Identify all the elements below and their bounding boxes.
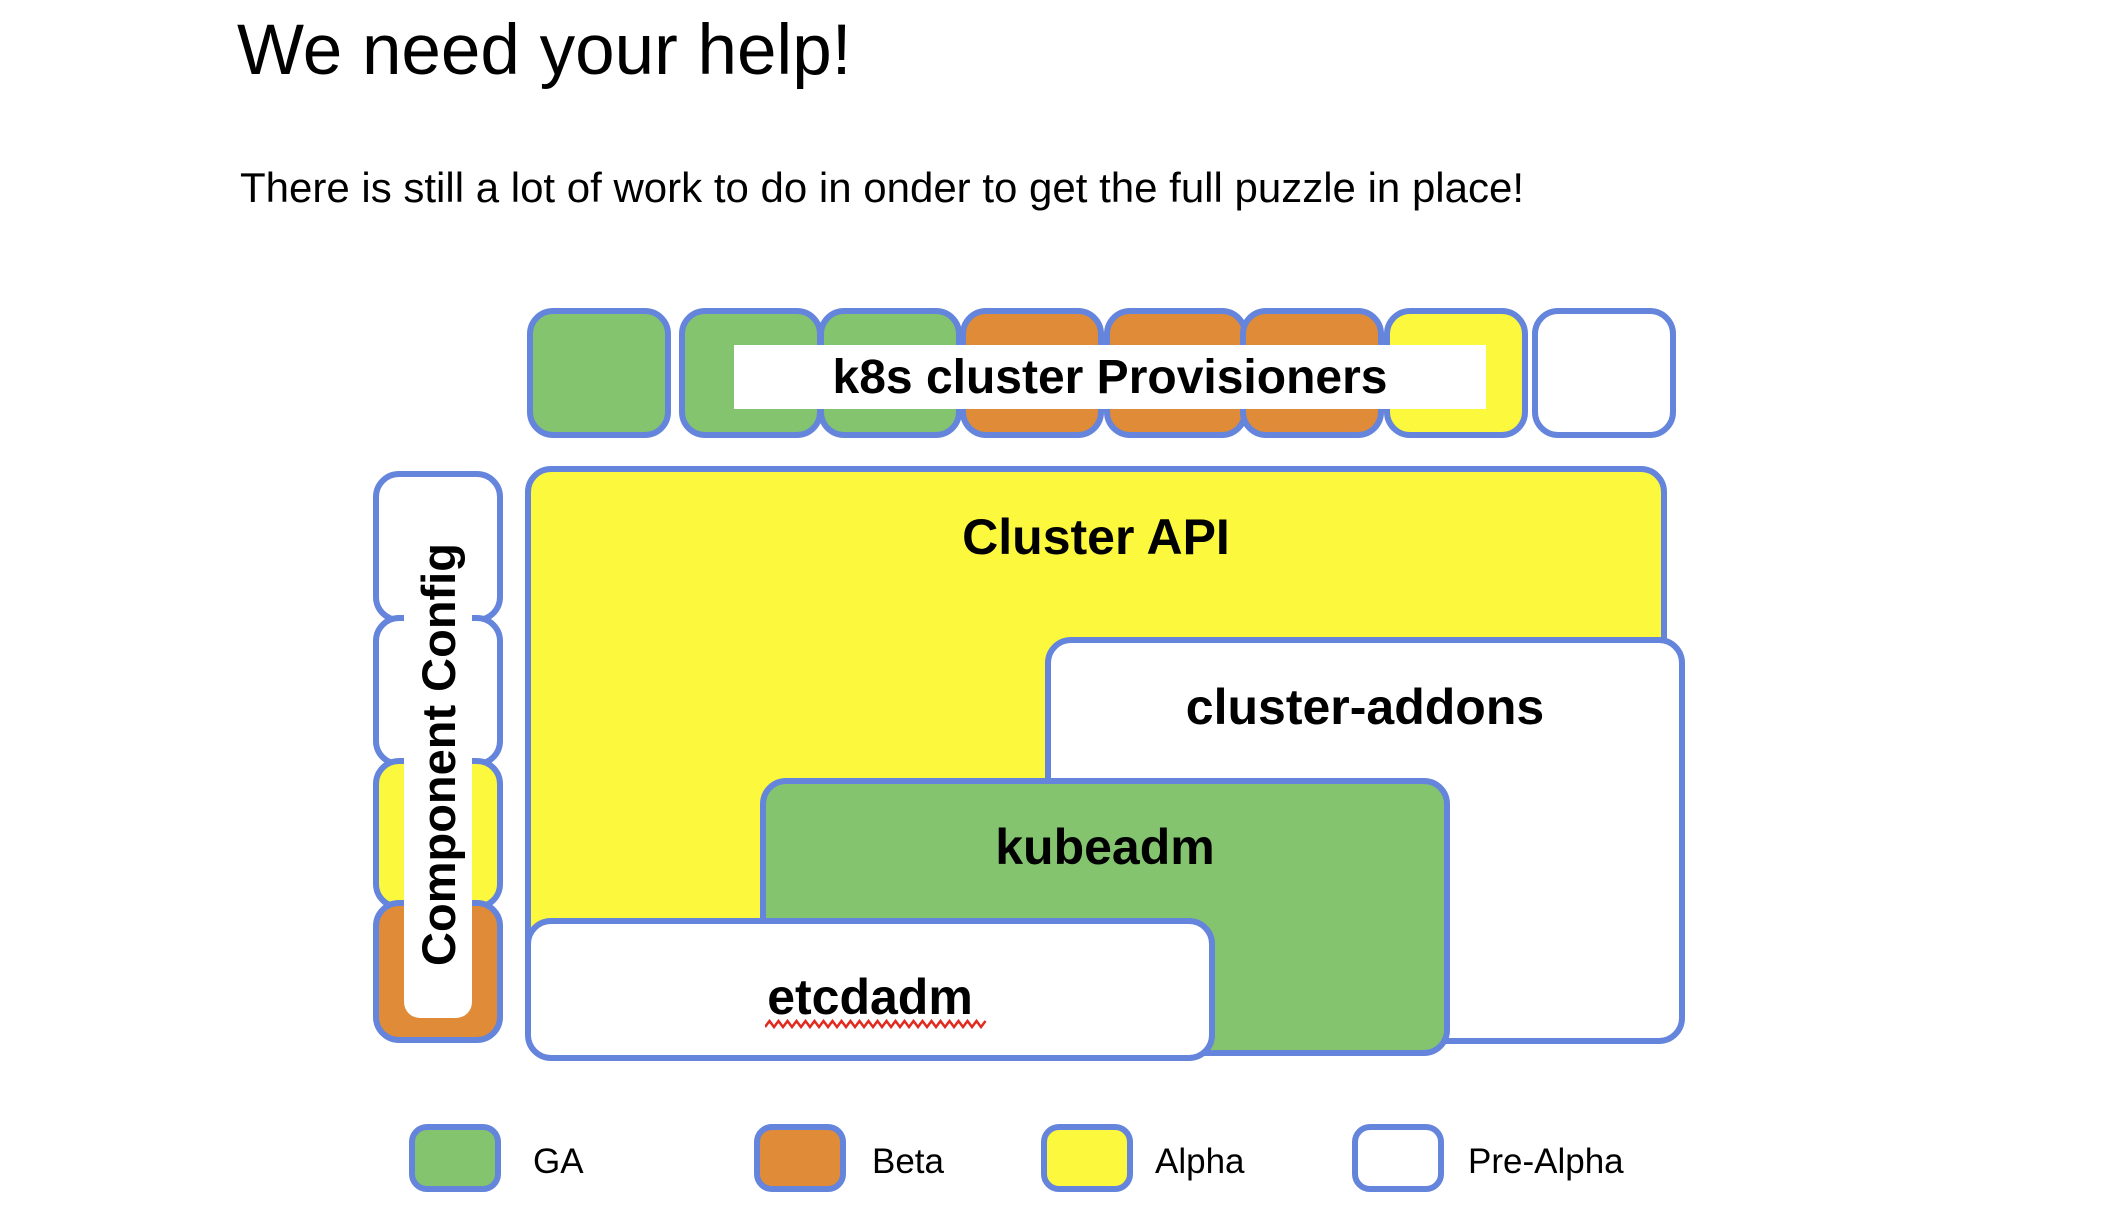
component-config-label: Component Config: [411, 542, 465, 966]
legend-label-ga: GA: [533, 1142, 584, 1181]
provisioner-box-6[interactable]: [1240, 308, 1384, 438]
legend-swatch-beta: [754, 1124, 846, 1192]
provisioner-box-2[interactable]: [679, 308, 823, 438]
provisioner-box-8[interactable]: [1532, 308, 1676, 438]
provisioner-box-3[interactable]: [818, 308, 962, 438]
page-title: We need your help!: [237, 11, 852, 90]
kubeadm-label: kubeadm: [995, 819, 1215, 875]
cluster-api-label: Cluster API: [962, 509, 1230, 565]
legend-label-beta: Beta: [872, 1142, 944, 1181]
provisioner-box-1[interactable]: [527, 308, 671, 438]
legend-swatch-prealpha: [1352, 1124, 1444, 1192]
spellcheck-squiggle-icon: [765, 1018, 987, 1030]
provisioner-box-4[interactable]: [960, 308, 1104, 438]
legend-swatch-alpha: [1041, 1124, 1133, 1192]
page-subtitle: There is still a lot of work to do in on…: [240, 164, 1525, 211]
legend-swatch-ga: [409, 1124, 501, 1192]
etcdadm-box[interactable]: [525, 918, 1215, 1061]
component-config-label-band: Component Config: [404, 490, 472, 1018]
legend-label-prealpha: Pre-Alpha: [1468, 1142, 1624, 1181]
cluster-addons-label: cluster-addons: [1185, 679, 1545, 735]
provisioner-box-5[interactable]: [1104, 308, 1248, 438]
provisioner-box-7[interactable]: [1384, 308, 1528, 438]
etcdadm-label: etcdadm: [767, 969, 973, 1025]
legend-label-alpha: Alpha: [1155, 1142, 1245, 1181]
